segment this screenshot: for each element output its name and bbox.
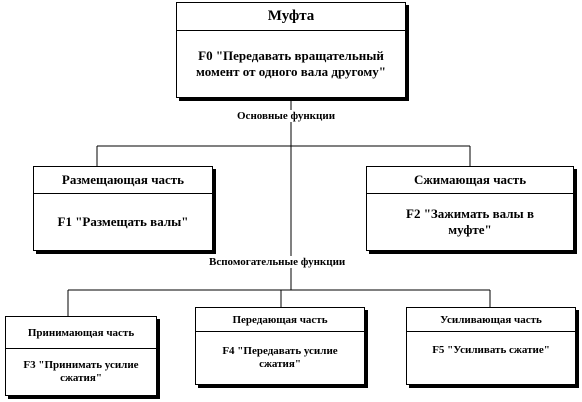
root-node: Муфта F0 "Передавать вращательный момент… (176, 2, 406, 98)
aux-functions-label: Вспомогательные функции (207, 256, 348, 268)
transmitting-part-node: Передающая часть F4 "Передавать усилие с… (195, 307, 365, 385)
compressing-part-node: Сжимающая часть F2 "Зажимать валы в муфт… (366, 166, 574, 251)
receiving-part-title: Принимающая часть (6, 317, 156, 349)
receiving-part-node: Принимающая часть F3 "Принимать усилие с… (5, 316, 157, 396)
receiving-part-function: F3 "Принимать усилие сжатия" (23, 358, 139, 384)
placing-part-node: Размещающая часть F1 "Размещать валы" (33, 166, 213, 251)
main-functions-label: Основные функции (235, 110, 338, 122)
amplifying-part-node: Усиливающая часть F5 "Усиливать сжатие" (406, 307, 576, 385)
transmitting-part-title: Передающая часть (196, 308, 364, 332)
placing-part-title: Размещающая часть (34, 167, 212, 194)
placing-part-function: F1 "Размещать валы" (57, 214, 189, 230)
compressing-part-function: F2 "Зажимать валы в муфте" (406, 206, 534, 237)
root-function: F0 "Передавать вращательный момент от од… (196, 48, 386, 79)
compressing-part-title: Сжимающая часть (367, 167, 573, 194)
amplifying-part-function: F5 "Усиливать сжатие" (432, 344, 550, 356)
transmitting-part-function: F4 "Передавать усилие сжатия" (222, 344, 338, 370)
amplifying-part-title: Усиливающая часть (407, 308, 575, 332)
root-title: Муфта (177, 3, 405, 31)
